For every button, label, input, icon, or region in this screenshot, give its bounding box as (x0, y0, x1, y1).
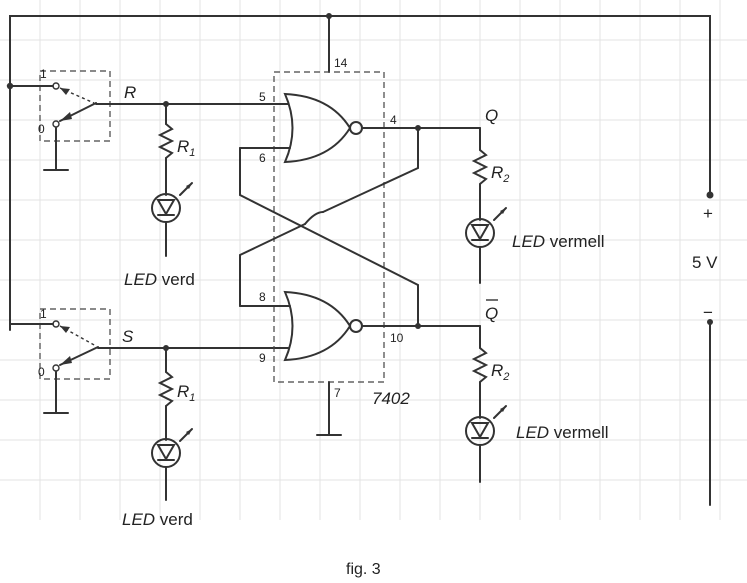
ic-7402-outline (273, 71, 385, 383)
s-input-branch (109, 345, 289, 501)
pin-10: 10 (390, 331, 404, 345)
r1-bottom-label: R1 (177, 382, 195, 404)
pin-7: 7 (334, 386, 341, 400)
led-s-label: LED verd (122, 510, 193, 529)
switch-s-pos-0: 0 (38, 365, 45, 379)
nor-gate-top (239, 92, 481, 164)
led-q-label: LED vermell (512, 232, 605, 251)
qbar-output-branch (465, 325, 507, 483)
pin-14: 14 (334, 56, 348, 70)
pin-5: 5 (259, 90, 266, 104)
figure-caption: fig. 3 (346, 561, 381, 578)
pin-8: 8 (259, 290, 266, 304)
feedback-wiring (239, 127, 419, 327)
led-r-label: LED verd (124, 270, 195, 289)
switch-s-pos-1: 1 (40, 307, 47, 321)
switch-r (37, 70, 111, 171)
grid-background (0, 0, 747, 520)
r1-top-label: R1 (177, 137, 195, 159)
switch-r-pos-0: 0 (38, 122, 45, 136)
output-qbar-label: Q (485, 304, 498, 323)
output-q-label: Q (485, 106, 498, 125)
switch-s (37, 308, 111, 414)
supply-plus: + (703, 204, 713, 223)
r2-bottom-label: R2 (491, 361, 509, 383)
supply-voltage: 5 V (692, 253, 718, 272)
led-qbar-label: LED vermell (516, 423, 609, 442)
ic-part-label: 7402 (372, 389, 410, 408)
pin-9: 9 (259, 351, 266, 365)
nor-gate-bottom (239, 290, 481, 362)
supply-minus: − (703, 303, 713, 322)
pin-4: 4 (390, 113, 397, 127)
q-output-branch (465, 127, 507, 284)
switch-r-label: R (124, 83, 136, 102)
switch-r-pos-1: 1 (40, 67, 47, 81)
supply-wiring (6, 13, 714, 506)
r-input-branch (109, 101, 289, 257)
switch-s-label: S (122, 327, 134, 346)
pin-6: 6 (259, 151, 266, 165)
r2-top-label: R2 (491, 163, 509, 185)
